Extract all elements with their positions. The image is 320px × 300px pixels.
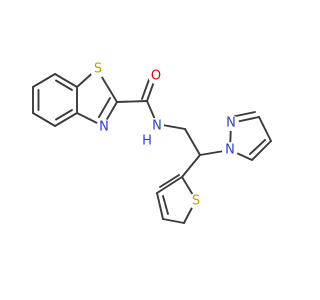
molecule-structure-diagram: S N O N H N N S	[32, 62, 272, 224]
bond	[32, 73, 56, 88]
atom-symbol: S	[192, 194, 200, 209]
bond	[98, 97, 111, 118]
atom-hydrogen: H	[142, 134, 152, 149]
bond	[162, 195, 169, 215]
atom-symbol: N	[152, 119, 162, 134]
atom-o-carbonyl: O	[148, 68, 164, 84]
atom-n-benzothiazole: N	[96, 119, 112, 135]
bond	[156, 176, 183, 194]
bond	[181, 154, 201, 178]
atom-symbol: N	[99, 120, 109, 135]
benzothiazole-ring	[32, 68, 118, 127]
bond	[54, 112, 78, 127]
atom-s-benzothiazole: S	[90, 62, 106, 78]
atom-n2-pyrazole: N	[223, 115, 239, 131]
bond	[55, 109, 73, 121]
bond	[249, 139, 266, 155]
atom-s-thiophene: S	[188, 193, 204, 209]
atom-symbol: S	[94, 62, 102, 77]
atom-symbol: N	[225, 143, 235, 158]
bond	[54, 73, 78, 88]
atom-nh-amide: N H	[142, 118, 164, 151]
bond	[162, 218, 185, 224]
bond	[116, 100, 148, 103]
bond	[32, 112, 56, 127]
bond	[156, 192, 164, 220]
atom-n1-pyrazole: N	[222, 142, 238, 158]
side-chain	[156, 123, 231, 178]
bond	[184, 128, 201, 156]
bond	[258, 116, 272, 142]
bond	[251, 140, 272, 161]
atom-symbol: O	[151, 69, 161, 84]
bond	[159, 174, 180, 188]
bond	[55, 79, 73, 91]
atom-symbol: N	[226, 116, 236, 131]
